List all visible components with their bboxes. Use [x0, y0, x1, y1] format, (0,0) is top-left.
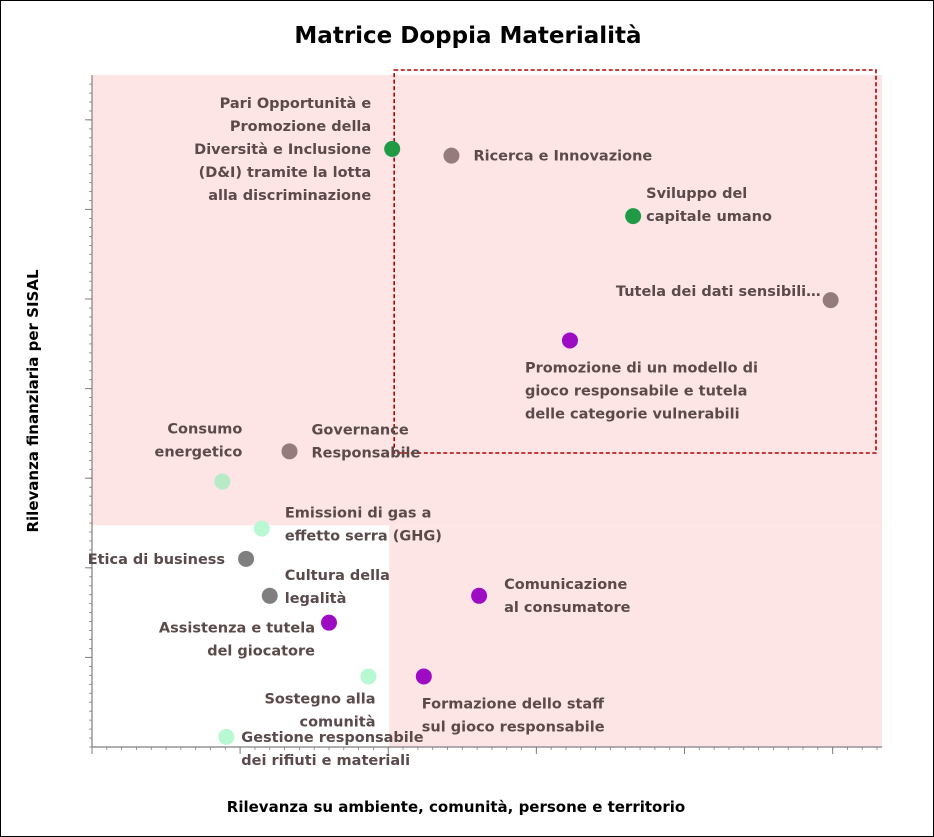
- data-label: Comunicazione al consumatore: [504, 577, 631, 616]
- data-point: [261, 587, 278, 604]
- data-label-line: capitale umano: [646, 209, 772, 225]
- axes: [85, 75, 882, 754]
- data-label: Promozione di un modello di gioco respons…: [525, 360, 758, 422]
- data-label-line: Etica di business: [88, 552, 225, 568]
- data-label-line: al consumatore: [504, 600, 631, 616]
- data-label-line: del giocatore: [207, 644, 315, 660]
- data-label-line: Formazione dello staff: [422, 696, 604, 712]
- data-label: Tutela dei dati sensibili…: [616, 284, 821, 300]
- data-label: Ricerca e Innovazione: [473, 149, 652, 165]
- data-point: [415, 668, 432, 685]
- lower-right-region: [389, 525, 882, 747]
- data-label-line: Promozione di un modello di: [525, 360, 758, 376]
- data-label: Emissioni di gas a effetto serra (GHG): [285, 506, 442, 545]
- data-label: Cultura della legalità: [285, 568, 390, 607]
- x-axis-label: Rilevanza su ambiente, comunità, persone…: [226, 798, 686, 816]
- data-point: [281, 443, 298, 460]
- data-label-line: Ricerca e Innovazione: [473, 149, 652, 165]
- data-label-line: sul gioco responsabile: [422, 719, 605, 735]
- data-point: [384, 140, 401, 157]
- data-label: Sviluppo del capitale umano: [646, 186, 772, 225]
- data-label-line: gioco responsabile e tutela: [525, 383, 747, 399]
- data-label-line: Sostegno alla: [264, 691, 375, 707]
- data-label-line: Diversità e Inclusione: [194, 142, 371, 158]
- data-label-line: Pari Opportunità e: [220, 96, 372, 112]
- data-label-line: Responsabile: [312, 445, 421, 461]
- data-label-line: legalità: [285, 591, 347, 607]
- data-label-line: comunità: [300, 714, 376, 730]
- data-label-line: energetico: [155, 445, 243, 461]
- highlight-box: [393, 69, 877, 454]
- data-point: [214, 473, 231, 490]
- data-label-line: Cultura della: [285, 568, 390, 584]
- data-label: Sostegno alla comunità: [264, 691, 375, 730]
- data-label-line: Promozione della: [230, 119, 371, 135]
- chart-title: Matrice Doppia Materialità: [294, 23, 642, 49]
- data-point: [218, 728, 235, 745]
- data-label-line: Tutela dei dati sensibili…: [616, 284, 821, 300]
- data-point: [561, 332, 578, 349]
- data-label: Etica di business: [88, 552, 225, 568]
- upper-region: [92, 75, 882, 526]
- data-point: [822, 292, 839, 309]
- data-label-line: alla discriminazione: [208, 188, 371, 204]
- data-label: Consumo energetico: [155, 422, 243, 461]
- data-point: [625, 208, 642, 225]
- data-point: [321, 614, 337, 631]
- quadrant-regions: [92, 69, 882, 747]
- data-point: [253, 520, 270, 537]
- data-label-line: dei rifiuti e materiali: [241, 753, 410, 769]
- data-label-line: Consumo: [167, 422, 242, 438]
- data-label: Assistenza e tutela del giocatore: [159, 621, 315, 660]
- data-point: [471, 587, 488, 604]
- data-label: Gestione responsabile dei rifiuti e mater…: [241, 730, 423, 769]
- data-label-line: Gestione responsabile: [241, 730, 423, 746]
- data-label-line: Comunicazione: [504, 577, 627, 593]
- data-label-line: delle categorie vulnerabili: [525, 406, 740, 422]
- data-label-line: Assistenza e tutela: [159, 621, 315, 637]
- data-label-line: Emissioni di gas a: [285, 506, 432, 522]
- data-point: [238, 550, 255, 567]
- data-label-line: Sviluppo del: [646, 186, 747, 202]
- data-label-line: (D&I) tramite la lotta: [199, 165, 372, 181]
- data-points: [214, 140, 839, 745]
- data-label-line: Governance: [312, 422, 409, 438]
- data-label-line: effetto serra (GHG): [285, 529, 442, 545]
- data-label: Formazione dello staff sul gioco responsa…: [422, 696, 605, 735]
- data-point: [443, 147, 460, 164]
- data-point: [360, 668, 377, 685]
